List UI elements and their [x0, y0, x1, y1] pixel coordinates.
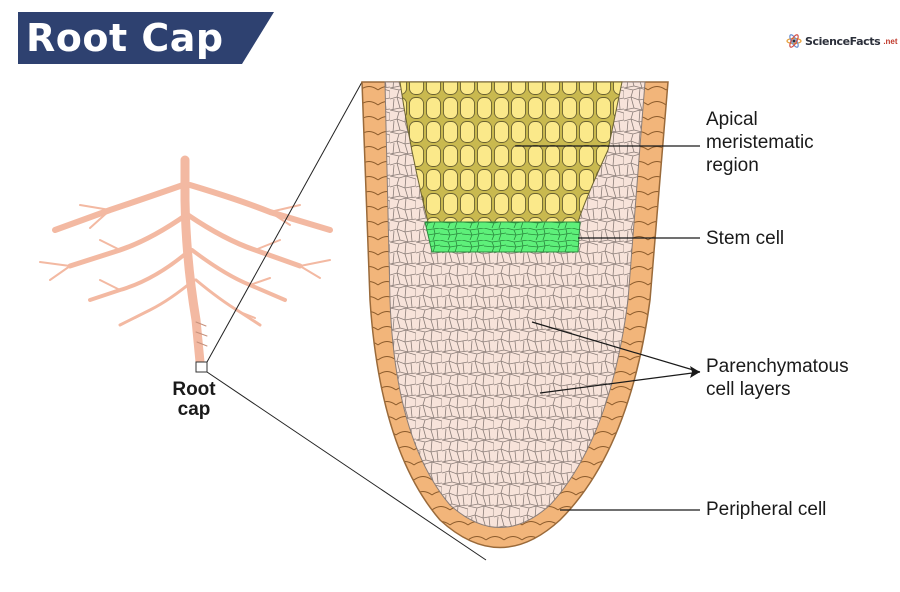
root-system-illustration — [39, 155, 333, 367]
brand-logo: ScienceFacts .net — [786, 32, 898, 50]
zoom-line-bottom — [206, 371, 487, 561]
page-title: Root Cap — [26, 16, 224, 60]
label-apical-meristematic-region: Apical meristematic region — [706, 108, 814, 177]
label-line: Apical — [706, 109, 758, 130]
title-banner-shape — [18, 12, 274, 64]
leader-line-parenchyma-2 — [539, 371, 701, 394]
label-line: Root — [172, 379, 216, 400]
brand-name: ScienceFacts — [805, 34, 881, 48]
label-stem-cell: Stem cell — [706, 228, 785, 249]
arrowhead-parenchyma — [690, 366, 700, 378]
brand-tld: .net — [883, 36, 898, 46]
label-root-cap: Root cap — [159, 380, 229, 420]
label-line: meristematic — [706, 132, 814, 153]
label-peripheral-cell: Peripheral cell — [706, 499, 827, 520]
label-line: cell layers — [706, 379, 791, 400]
label-line: Parenchymatous — [706, 356, 849, 377]
root-cap-highlight-box — [195, 361, 208, 373]
stem-cell-region — [424, 221, 581, 253]
root-cap-cross-section — [361, 81, 669, 549]
label-parenchymatous-cell-layers: Parenchymatous cell layers — [706, 355, 849, 401]
title-banner: Root Cap — [18, 12, 274, 64]
label-line: region — [706, 155, 759, 176]
zoom-line-top — [206, 81, 363, 363]
leader-line-parenchyma-1 — [531, 321, 701, 373]
atom-icon — [786, 34, 802, 48]
label-line: cap — [177, 399, 211, 420]
